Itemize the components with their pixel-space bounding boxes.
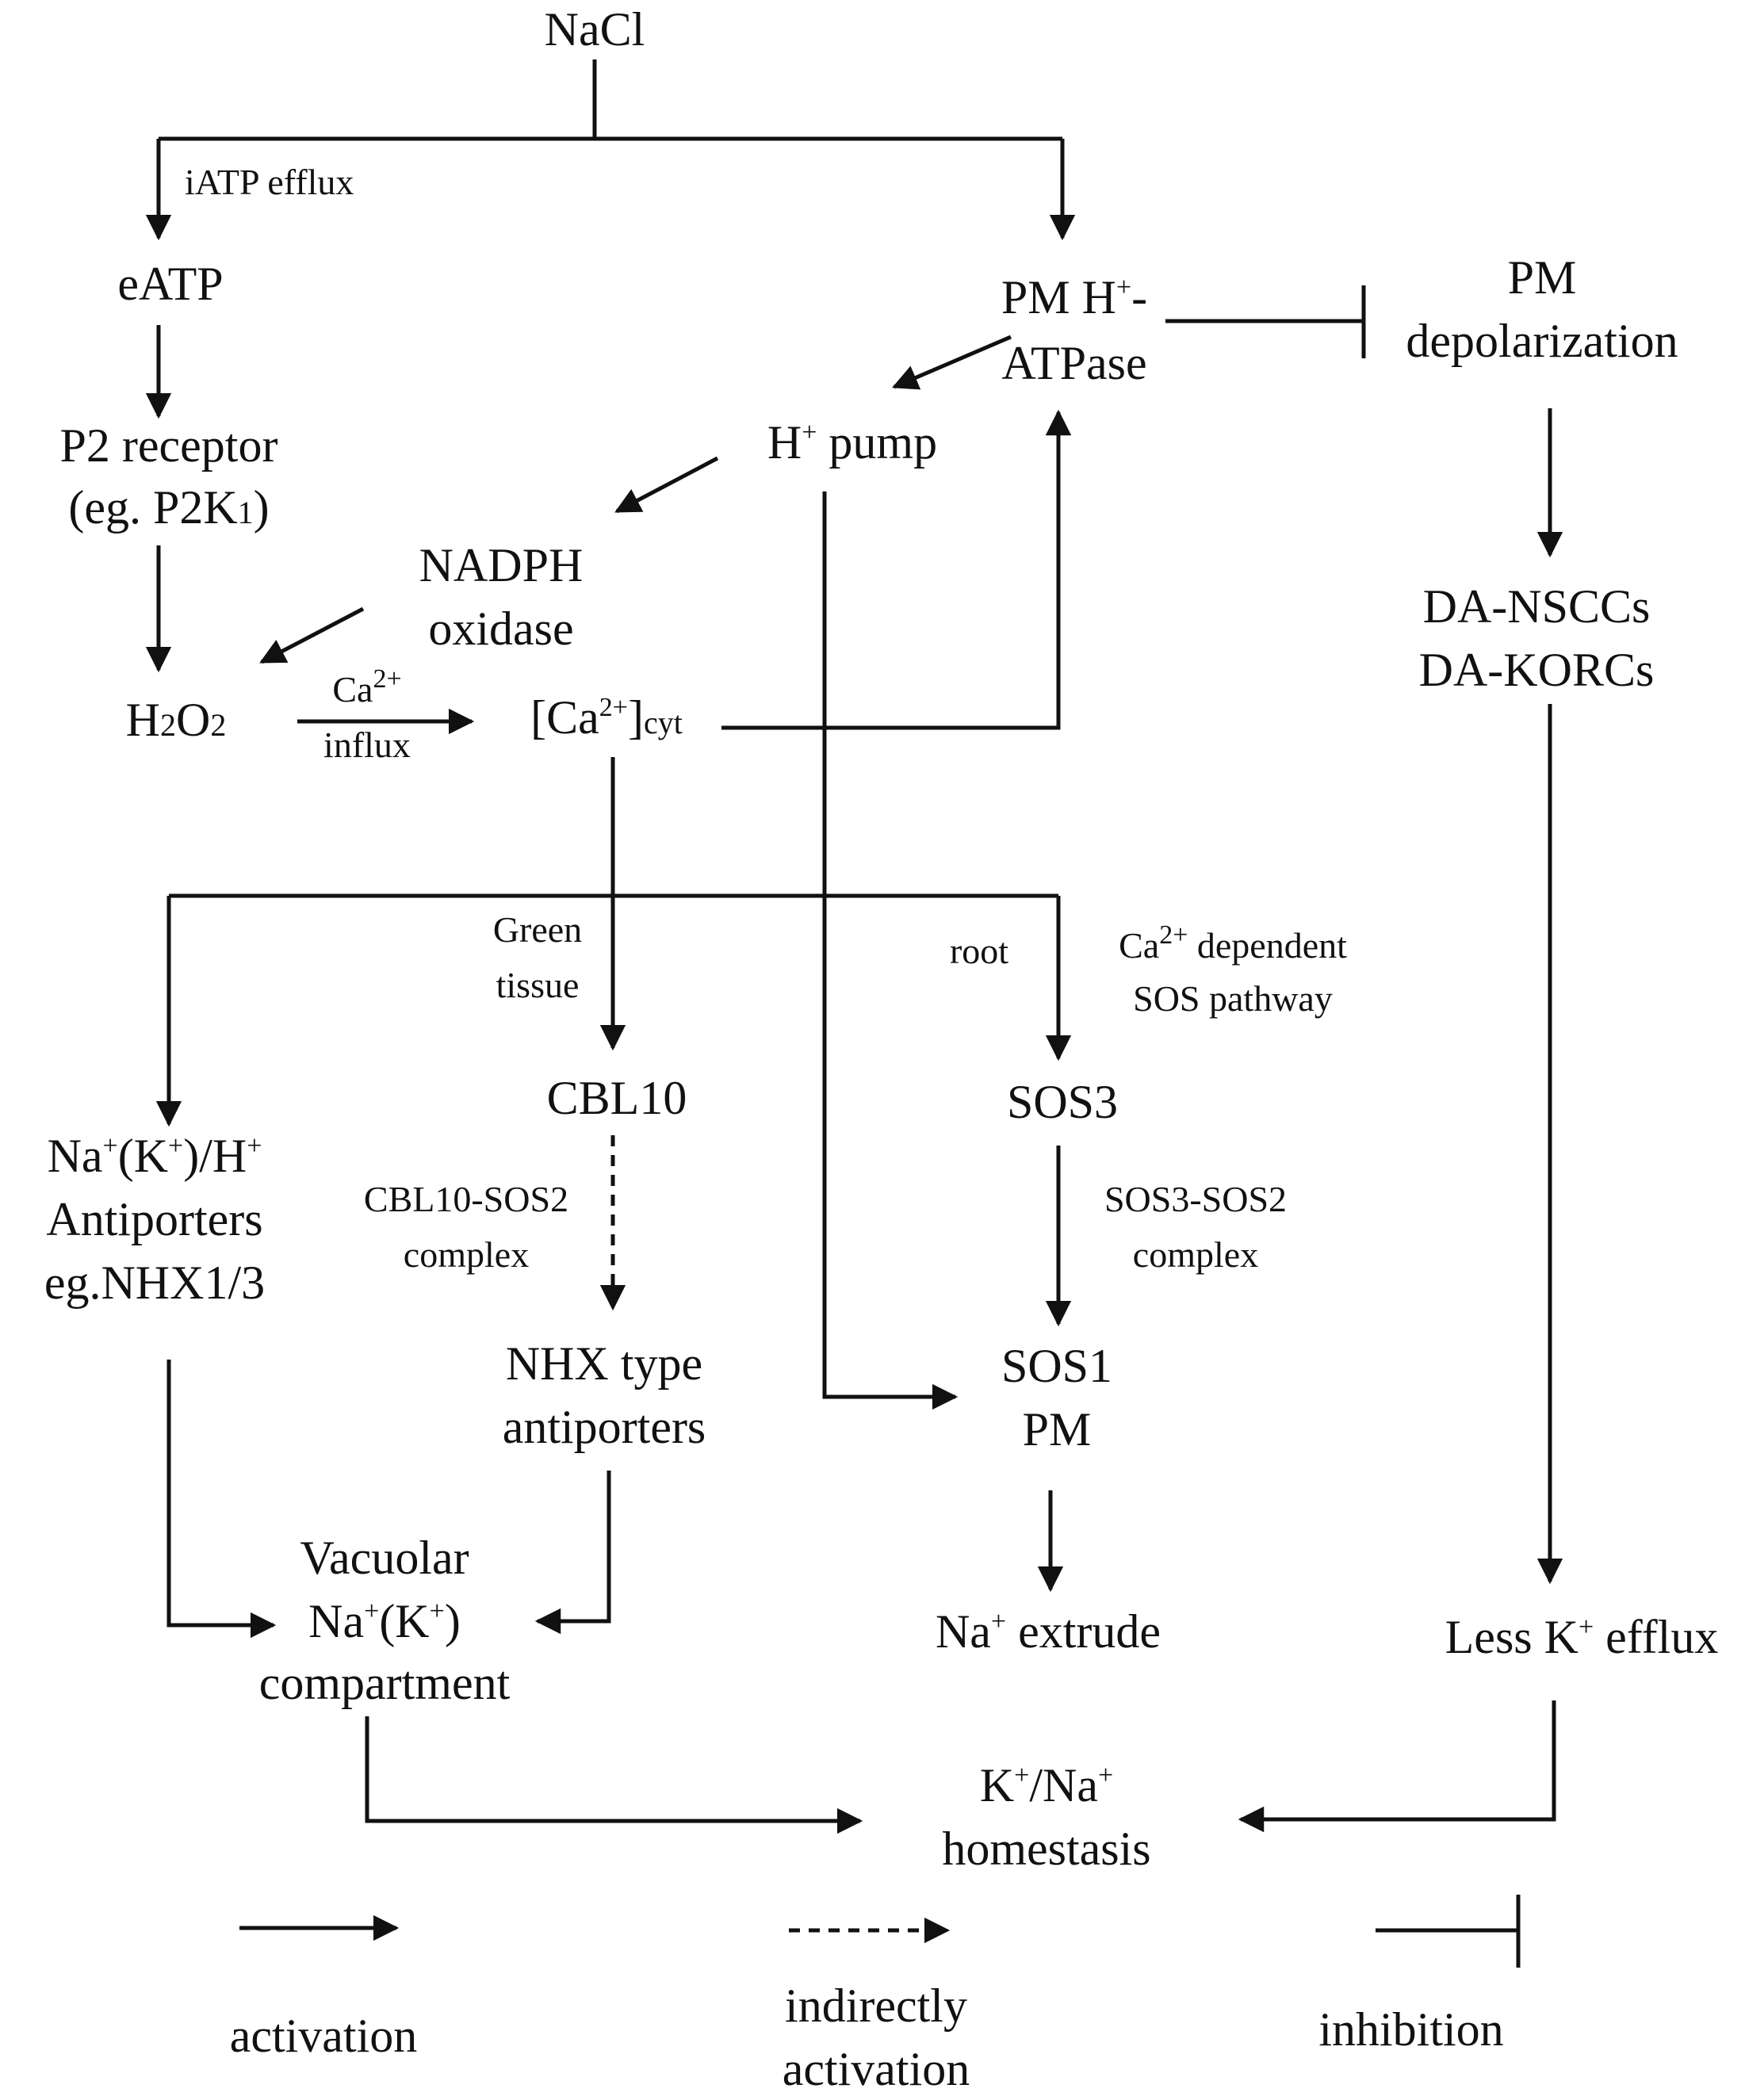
label-green-tissue: Green tissue xyxy=(493,909,582,1005)
edge-less-k-to-homeostasis xyxy=(1238,1700,1556,1833)
svg-text:Green: Green xyxy=(493,909,582,950)
svg-text:oxidase: oxidase xyxy=(428,602,573,655)
label-ca-influx: Ca2+ influx xyxy=(323,664,411,765)
edge-antiporters-to-vacuolar xyxy=(166,1360,277,1639)
edge-atpase-inhibits-depolarization xyxy=(1165,285,1366,358)
node-pm-depolarization: PM depolarization xyxy=(1406,251,1678,367)
edge-nadph-to-h2o2 xyxy=(259,606,365,664)
svg-text:(eg. P2K1): (eg. P2K1) xyxy=(68,481,269,534)
edge-hpump-to-nadph xyxy=(614,456,719,514)
edge-nacl-to-eatp xyxy=(159,136,1062,238)
svg-text:complex: complex xyxy=(1133,1234,1258,1275)
svg-text:NHX type: NHX type xyxy=(506,1337,702,1390)
legend-inhibition-label: inhibition xyxy=(1318,2003,1503,2056)
nodes: NaCl eATP P2 receptor (eg. P2K1) H2O2 PM… xyxy=(44,3,1718,1875)
svg-text:SOS3-SOS2: SOS3-SOS2 xyxy=(1104,1179,1287,1219)
svg-text:DA-KORCs: DA-KORCs xyxy=(1419,644,1655,696)
node-h-pump: H+ pump xyxy=(767,416,937,469)
node-less-k-efflux: Less K+ efflux xyxy=(1445,1611,1719,1663)
svg-text:compartment: compartment xyxy=(259,1657,511,1709)
node-da-channels: DA-NSCCs DA-KORCs xyxy=(1419,580,1655,696)
svg-text:SOS pathway: SOS pathway xyxy=(1133,978,1333,1019)
edge-labels: iATP efflux Ca2+ influx Green tissue roo… xyxy=(185,162,1347,1275)
svg-text:eg.NHX1/3: eg.NHX1/3 xyxy=(44,1257,265,1309)
node-h2o2: H2O2 xyxy=(126,694,227,746)
edge-atpase-to-hpump xyxy=(892,335,1012,390)
svg-text:CBL10-SOS2: CBL10-SOS2 xyxy=(364,1179,568,1219)
node-cbl10: CBL10 xyxy=(547,1072,687,1124)
label-ca-dependent-sos-pathway: Ca2+ dependent SOS pathway xyxy=(1119,920,1347,1019)
svg-text:PM H+-: PM H+- xyxy=(1001,271,1147,323)
label-sos3-sos2-complex: SOS3-SOS2 complex xyxy=(1104,1179,1287,1275)
node-vacuolar-compartment: Vacuolar Na+(K+) compartment xyxy=(259,1532,511,1709)
node-na-extrude: Na+ extrude xyxy=(936,1605,1161,1658)
svg-text:Vacuolar: Vacuolar xyxy=(300,1532,469,1584)
node-sos3: SOS3 xyxy=(1007,1076,1118,1128)
node-eatp: eATP xyxy=(117,258,223,310)
svg-text:tissue: tissue xyxy=(496,965,580,1005)
edges xyxy=(159,59,1563,1834)
svg-text:P2 receptor: P2 receptor xyxy=(60,419,278,472)
svg-text:SOS1: SOS1 xyxy=(1001,1340,1112,1392)
svg-text:Ca2+: Ca2+ xyxy=(332,664,401,710)
svg-text:homestasis: homestasis xyxy=(942,1823,1150,1875)
label-root: root xyxy=(950,931,1008,971)
svg-text:Antiporters: Antiporters xyxy=(46,1193,262,1245)
edge-nhx-to-vacuolar xyxy=(534,1471,611,1635)
edge-hpump-to-sos1 xyxy=(822,492,959,1410)
legend-indirect-label: indirectly activation xyxy=(783,1980,970,2095)
node-sos1-pm: SOS1 PM xyxy=(1001,1340,1112,1455)
svg-text:antiporters: antiporters xyxy=(503,1401,706,1453)
svg-text:Ca2+ dependent: Ca2+ dependent xyxy=(1119,920,1347,966)
svg-text:depolarization: depolarization xyxy=(1406,315,1678,367)
node-na-k-h-antiporters: Na+(K+)/H+ Antiporters eg.NHX1/3 xyxy=(44,1130,265,1309)
node-pm-h-atpase: PM H+- ATPase xyxy=(1001,271,1147,389)
svg-text:K+/Na+: K+/Na+ xyxy=(980,1759,1113,1811)
node-nadph-oxidase: NADPH oxidase xyxy=(419,539,584,655)
label-iatp-efflux: iATP efflux xyxy=(185,162,354,202)
legend: activation indirectly activation inhibit… xyxy=(230,1895,1521,2095)
label-cbl10-sos2-complex: CBL10-SOS2 complex xyxy=(364,1179,568,1275)
svg-text:influx: influx xyxy=(323,725,411,765)
svg-text:PM: PM xyxy=(1023,1403,1092,1455)
legend-inhibition-symbol xyxy=(1376,1895,1521,1968)
edge-ca-to-atpase xyxy=(721,409,1072,730)
legend-activation-label: activation xyxy=(230,2010,418,2062)
node-cytosolic-calcium: [Ca2+]cyt xyxy=(530,691,683,744)
svg-text:PM: PM xyxy=(1508,251,1577,304)
svg-text:complex: complex xyxy=(404,1234,529,1275)
node-p2-receptor: P2 receptor (eg. P2K1) xyxy=(60,419,278,534)
svg-text:Na+(K+)/H+: Na+(K+)/H+ xyxy=(48,1130,262,1182)
edge-vacuolar-to-homeostasis xyxy=(365,1716,863,1834)
svg-text:Na+(K+): Na+(K+) xyxy=(308,1595,461,1647)
svg-text:activation: activation xyxy=(783,2043,970,2095)
node-nhx-type-antiporters: NHX type antiporters xyxy=(503,1337,706,1453)
node-k-na-homeostasis: K+/Na+ homestasis xyxy=(942,1759,1150,1875)
svg-text:DA-NSCCs: DA-NSCCs xyxy=(1423,580,1651,633)
svg-text:indirectly: indirectly xyxy=(785,1980,967,2032)
svg-text:NADPH: NADPH xyxy=(419,539,584,591)
node-nacl: NaCl xyxy=(545,3,645,55)
svg-text:ATPase: ATPase xyxy=(1001,337,1146,389)
